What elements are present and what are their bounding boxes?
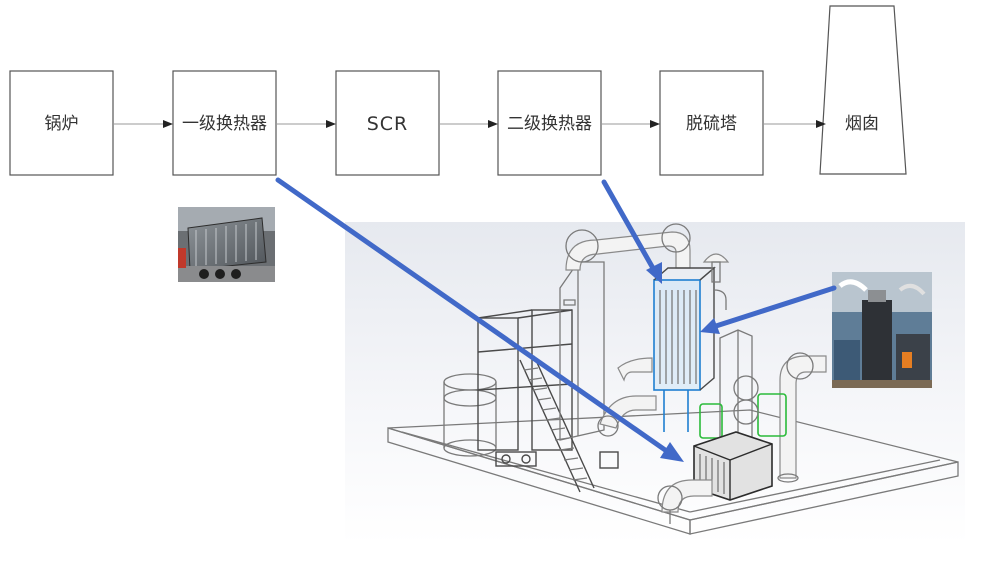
flow-edges [113, 120, 826, 128]
primary-heat-exchanger-photo [178, 207, 275, 282]
mid-pipes [597, 357, 657, 437]
node-desulfurization-tower: 脱硫塔 [659, 70, 764, 176]
node-label: 锅炉 [45, 114, 79, 134]
node-label: 一级换热器 [182, 114, 267, 134]
node-boiler: 锅炉 [9, 70, 114, 176]
front-elbow-pipe [657, 479, 713, 524]
node-label: 烟囱 [845, 114, 879, 134]
callout-photo-to-model [700, 285, 837, 334]
callout-arrows [275, 177, 837, 462]
edge-hx1-to-scr [276, 120, 336, 128]
node-chimney: 烟囱 [845, 114, 879, 134]
node-label: 二级换热器 [507, 114, 592, 134]
node-primary-heat-exchanger: 一级换热器 [172, 70, 277, 176]
node-label: 脱硫塔 [686, 114, 737, 134]
chimney-outline [819, 5, 907, 175]
edge-desulfur-to-chimney [763, 120, 826, 128]
left-tank [443, 373, 497, 457]
edge-hx2-to-desulfur [601, 120, 660, 128]
callout-hx1-to-model [275, 177, 684, 462]
edge-boiler-to-hx1 [113, 120, 173, 128]
node-secondary-heat-exchanger: 二级换热器 [497, 70, 602, 176]
callout-hx2-to-model [601, 179, 662, 284]
pump-units [495, 451, 619, 469]
vent-cap [702, 253, 730, 283]
base-platform [387, 409, 959, 535]
stair-tower-frame [477, 309, 595, 493]
desulfurization-site-photo [832, 272, 932, 388]
edge-scr-to-hx2 [439, 120, 498, 128]
node-scr: SCR [335, 70, 440, 176]
green-fan-units [699, 375, 787, 439]
flow-nodes: 锅炉 一级换热器 SCR 二级换热器 脱硫塔 烟囱 [9, 70, 879, 176]
right-elbow-pipes [777, 352, 827, 483]
node-label: SCR [367, 113, 409, 135]
